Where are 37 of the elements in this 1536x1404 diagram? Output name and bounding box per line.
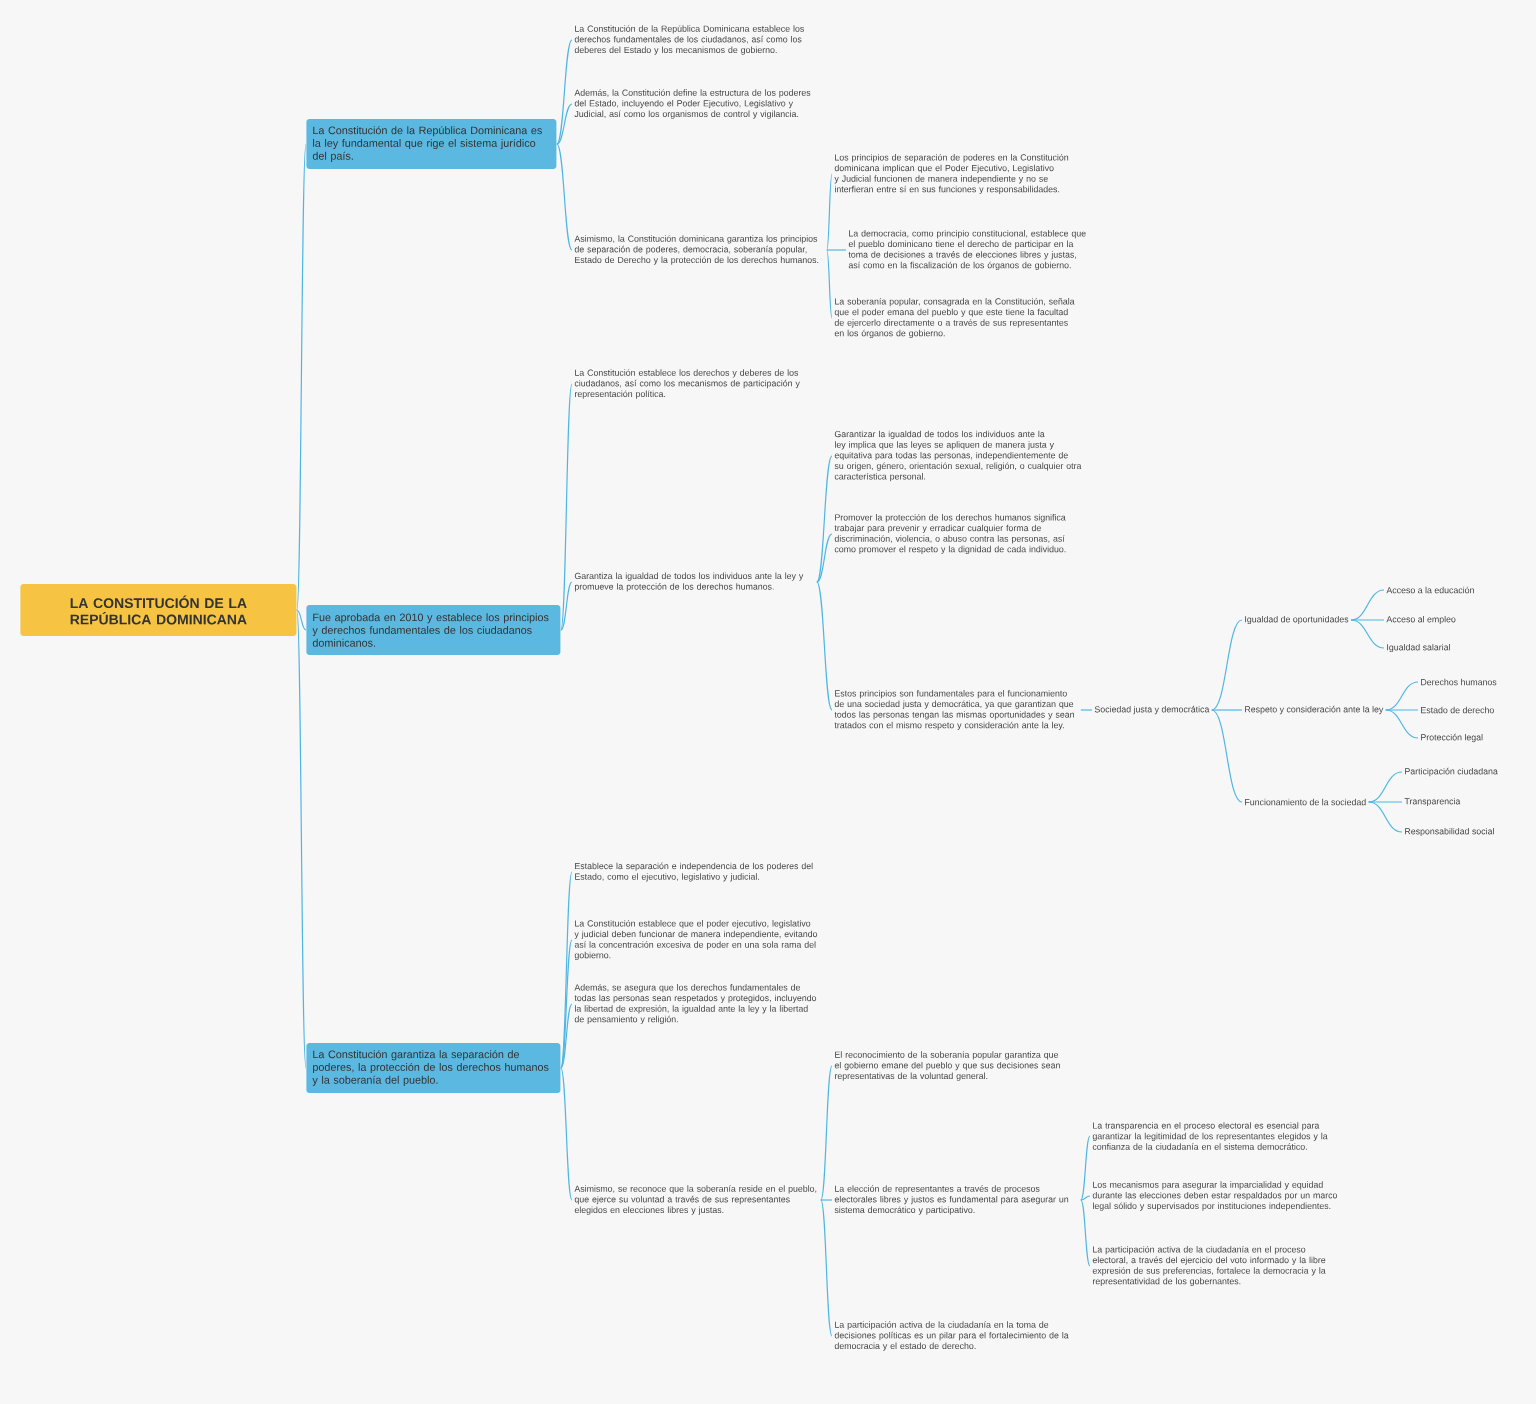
- connector: [1385, 681, 1419, 711]
- connector: [816, 581, 833, 711]
- connector: [826, 249, 847, 251]
- connector: [1080, 1195, 1091, 1201]
- connector: [820, 1199, 833, 1201]
- connector: [1350, 619, 1385, 649]
- connector: [1368, 801, 1403, 833]
- connector: [556, 39, 573, 145]
- connector: [556, 143, 573, 251]
- connector: [560, 1067, 573, 1201]
- connector: [560, 581, 573, 631]
- connector: [826, 249, 833, 319]
- connector: [560, 939, 573, 1069]
- connector: [826, 173, 833, 251]
- connector: [820, 1199, 833, 1337]
- connector: [296, 609, 307, 1069]
- connector: [1385, 709, 1419, 711]
- connector: [1080, 1199, 1091, 1267]
- connector: [1368, 771, 1403, 803]
- connector: [1350, 619, 1385, 621]
- connector: [1385, 709, 1419, 739]
- connector: [1080, 709, 1093, 711]
- connector: [560, 1003, 573, 1069]
- connector: [1211, 709, 1243, 803]
- connector: [1080, 1135, 1091, 1201]
- connector: [1350, 589, 1385, 621]
- connector: [296, 609, 307, 631]
- connector: [1211, 709, 1243, 711]
- connector: [560, 871, 573, 1069]
- connector: [1211, 619, 1243, 711]
- connector: [296, 143, 307, 611]
- connector: [556, 103, 573, 145]
- connector: [820, 1065, 833, 1201]
- connector: [560, 383, 573, 631]
- connector: [816, 455, 833, 583]
- connector: [1368, 801, 1403, 803]
- connector: [816, 533, 833, 583]
